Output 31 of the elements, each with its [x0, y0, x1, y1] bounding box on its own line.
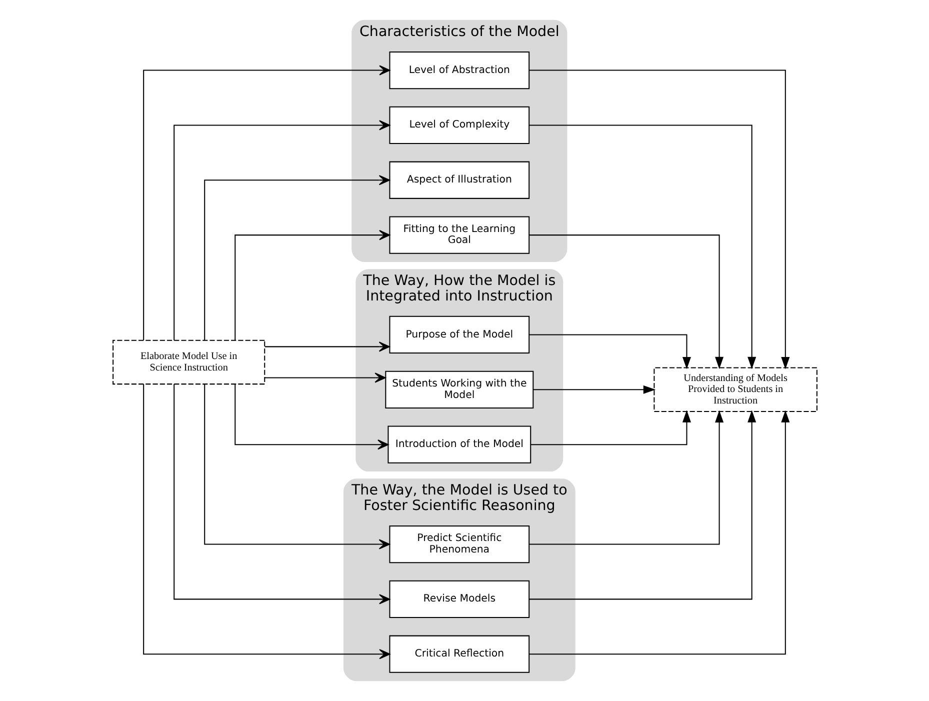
arrow	[528, 410, 790, 655]
arrow	[204, 175, 390, 340]
node-box: Predict Scientific Phenomena	[388, 525, 530, 564]
node-box: Level of Complexity	[388, 106, 530, 144]
arrow	[528, 234, 724, 370]
arrow	[530, 410, 691, 446]
arrow	[264, 342, 390, 352]
arrow	[528, 70, 790, 370]
node-box: Critical Reflection	[388, 635, 530, 673]
node-box: Level of Abstraction	[388, 51, 530, 90]
node-box: Students Working with the Model	[384, 370, 534, 408]
arrow	[234, 230, 390, 340]
arrow	[528, 334, 691, 370]
node-box: Elaborate Model Use in Science Instruction	[112, 340, 265, 385]
node-box: Aspect of Illustration	[388, 161, 530, 199]
arrow	[528, 124, 756, 370]
arrow	[532, 385, 656, 394]
node-box: Revise Models	[388, 580, 530, 618]
arrow	[234, 384, 388, 450]
node-box: Fitting to the Learning Goal	[388, 216, 530, 254]
node-box: Purpose of the Model	[388, 316, 530, 354]
arrow	[528, 410, 756, 600]
arrow	[142, 65, 390, 340]
arrow	[142, 384, 390, 660]
node-box: Introduction of the Model	[387, 426, 531, 464]
arrow	[173, 120, 390, 340]
node-box: Understanding of Models Provided to Students in Instruction	[653, 367, 817, 412]
arrow	[173, 384, 390, 604]
arrow	[204, 384, 390, 550]
arrow	[264, 372, 386, 383]
arrow	[528, 410, 724, 545]
